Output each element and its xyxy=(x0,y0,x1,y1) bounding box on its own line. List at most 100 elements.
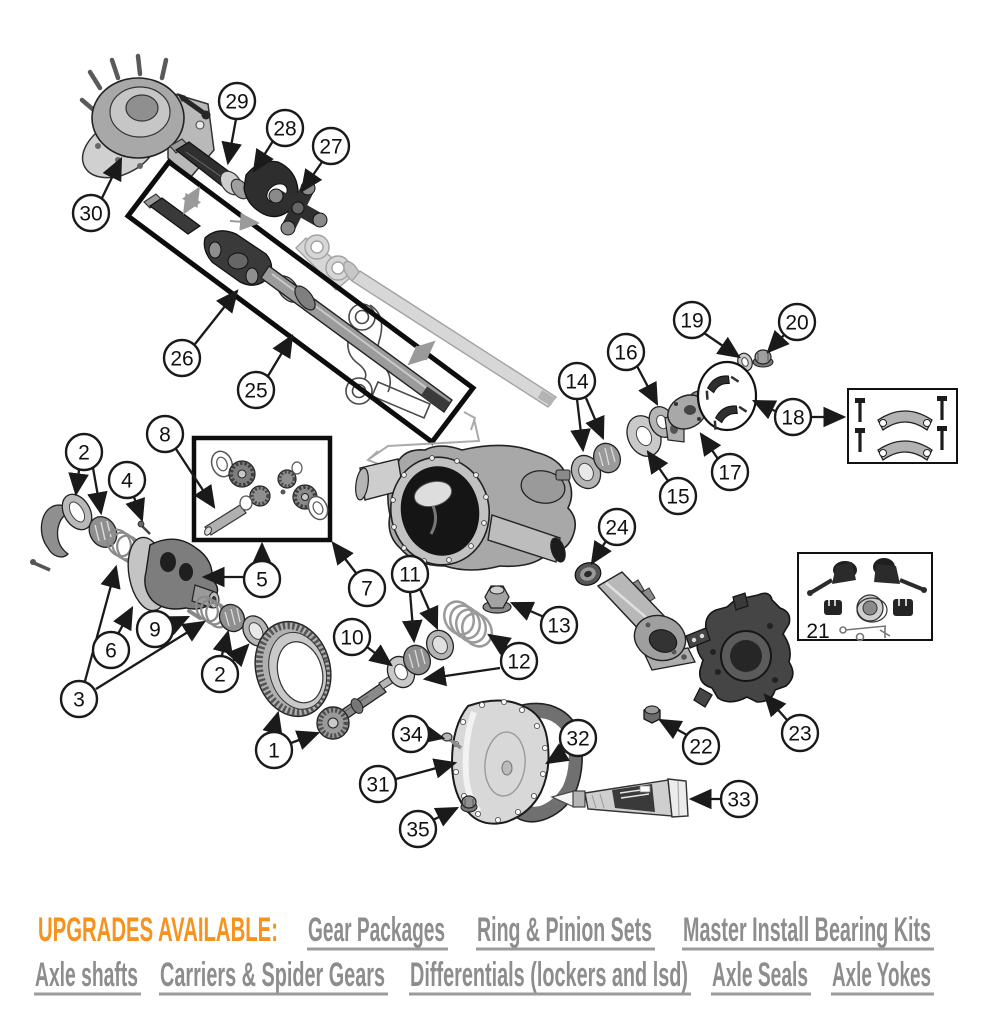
callout-15: 15 xyxy=(646,450,698,516)
callout-number: 15 xyxy=(666,486,689,509)
callout-circle xyxy=(135,609,175,649)
callout-number: 18 xyxy=(781,407,804,430)
callout-arrow xyxy=(267,334,294,377)
callout-number: 10 xyxy=(340,627,363,650)
callout-arrow xyxy=(113,605,134,635)
callout-number: 31 xyxy=(366,774,389,797)
callout-19: 19 xyxy=(672,300,741,359)
callout-18: 18 xyxy=(751,397,847,437)
callout-circle xyxy=(162,338,202,378)
callout-arrow xyxy=(125,496,145,523)
callout-number: 28 xyxy=(273,118,296,141)
callout-circle xyxy=(145,414,185,454)
callout-9: 9 xyxy=(135,609,191,649)
callout-circle xyxy=(332,617,372,657)
callout-16: 16 xyxy=(606,332,659,407)
callout-arrow xyxy=(221,118,242,166)
callout-6: 6 xyxy=(91,605,134,670)
callout-30: 30 xyxy=(71,156,123,233)
footer-link-label[interactable]: Gear Packages xyxy=(308,911,445,949)
pinion-nut xyxy=(482,585,512,614)
callout-arrow xyxy=(570,398,591,453)
footer-link-carriers-spider-gears[interactable]: Carriers & Spider Gears xyxy=(159,956,388,996)
callout-13: 13 xyxy=(509,601,579,645)
callout-circle xyxy=(557,361,597,401)
callout-arrow xyxy=(422,665,501,687)
footer-link-label[interactable]: Axle Seals xyxy=(712,956,808,994)
footer-link-differentials-lockers-and-lsd[interactable]: Differentials (lockers and lsd) xyxy=(409,956,691,996)
callout-arrow xyxy=(432,806,460,827)
callout-5: 5 xyxy=(201,541,282,599)
footer-link-axle-yokes[interactable]: Axle Yokes xyxy=(831,956,934,996)
callout-arrow xyxy=(164,615,191,636)
callout-arrow xyxy=(226,643,250,668)
callout-arrow xyxy=(635,365,659,407)
castle-nuts xyxy=(824,599,913,616)
callout-arrow xyxy=(212,629,233,656)
callout-2: 2 xyxy=(64,432,108,516)
callout-34: 34 xyxy=(391,714,446,754)
callout-number: 26 xyxy=(170,348,193,371)
footer-link-label[interactable]: Axle shafts xyxy=(35,956,138,994)
callout-circle xyxy=(658,476,698,516)
callout-number: 30 xyxy=(79,203,102,226)
footer-link-gear-packages[interactable]: Gear Packages xyxy=(307,911,448,951)
callout-21: 21 xyxy=(806,620,829,643)
callout-arrow xyxy=(763,693,788,721)
callout-circle xyxy=(777,302,817,342)
callout-arrow xyxy=(766,329,790,354)
hub-bolt-illustration xyxy=(177,93,211,120)
callout-number: 13 xyxy=(547,615,570,638)
callout-number: 33 xyxy=(727,789,750,812)
callout-circle xyxy=(358,764,398,804)
callout-arrow xyxy=(657,718,688,740)
footer-link-axle-shafts[interactable]: Axle shafts xyxy=(34,956,141,996)
callout-circle xyxy=(265,108,305,148)
bearing-shim-cluster-left xyxy=(30,493,151,572)
callout-number: 35 xyxy=(406,819,429,842)
callout-circle xyxy=(254,730,294,770)
callout-circle xyxy=(499,641,539,681)
callout-23: 23 xyxy=(763,693,820,753)
pinion-yoke-illustration xyxy=(664,390,712,443)
footer-link-axle-seals[interactable]: Axle Seals xyxy=(711,956,811,996)
callout-number: 14 xyxy=(565,371,589,394)
footer-link-label[interactable]: Carriers & Spider Gears xyxy=(160,956,385,994)
callout-circle xyxy=(107,460,147,500)
spider-gear-kit-illustration xyxy=(191,435,333,543)
footer-link-label[interactable]: Differentials (lockers and lsd) xyxy=(410,956,688,994)
callout-circle xyxy=(236,370,276,410)
callout-number: 12 xyxy=(507,651,530,674)
callout-circle xyxy=(539,605,579,645)
axle-tube-seal xyxy=(574,562,602,586)
footer-link-label[interactable]: Ring & Pinion Sets xyxy=(477,911,652,949)
callout-7: 7 xyxy=(331,541,387,608)
callout-4: 4 xyxy=(107,460,147,523)
footer-link-master-install-bearing-kits[interactable]: Master Install Bearing Kits xyxy=(682,911,934,951)
callout-25: 25 xyxy=(236,334,294,410)
callout-arrow xyxy=(395,758,458,781)
callout-circle xyxy=(773,397,813,437)
cover-bolt-holes xyxy=(390,455,489,564)
callout-1: 1 xyxy=(254,710,321,770)
callout-number: 27 xyxy=(319,136,342,159)
callout-circle xyxy=(59,679,99,719)
footer-link-ring-pinion-sets[interactable]: Ring & Pinion Sets xyxy=(476,911,655,951)
callout-arrow xyxy=(252,140,274,173)
callout-11: 11 xyxy=(390,554,439,644)
pinion-install-parts xyxy=(386,585,512,689)
fill-plug xyxy=(460,795,478,813)
callout-arrow xyxy=(584,397,605,441)
callout-number: 2 xyxy=(214,664,226,687)
callout-number: 2 xyxy=(78,442,90,465)
callout-circle xyxy=(558,718,598,758)
callout-number: 3 xyxy=(73,689,85,712)
callout-8: 8 xyxy=(145,414,216,509)
callout-12: 12 xyxy=(422,633,539,687)
callout-circle xyxy=(606,332,646,372)
footer-link-label[interactable]: Axle Yokes xyxy=(832,956,931,994)
callout-35: 35 xyxy=(398,806,460,849)
footer-link-label[interactable]: Master Install Bearing Kits xyxy=(683,911,931,949)
